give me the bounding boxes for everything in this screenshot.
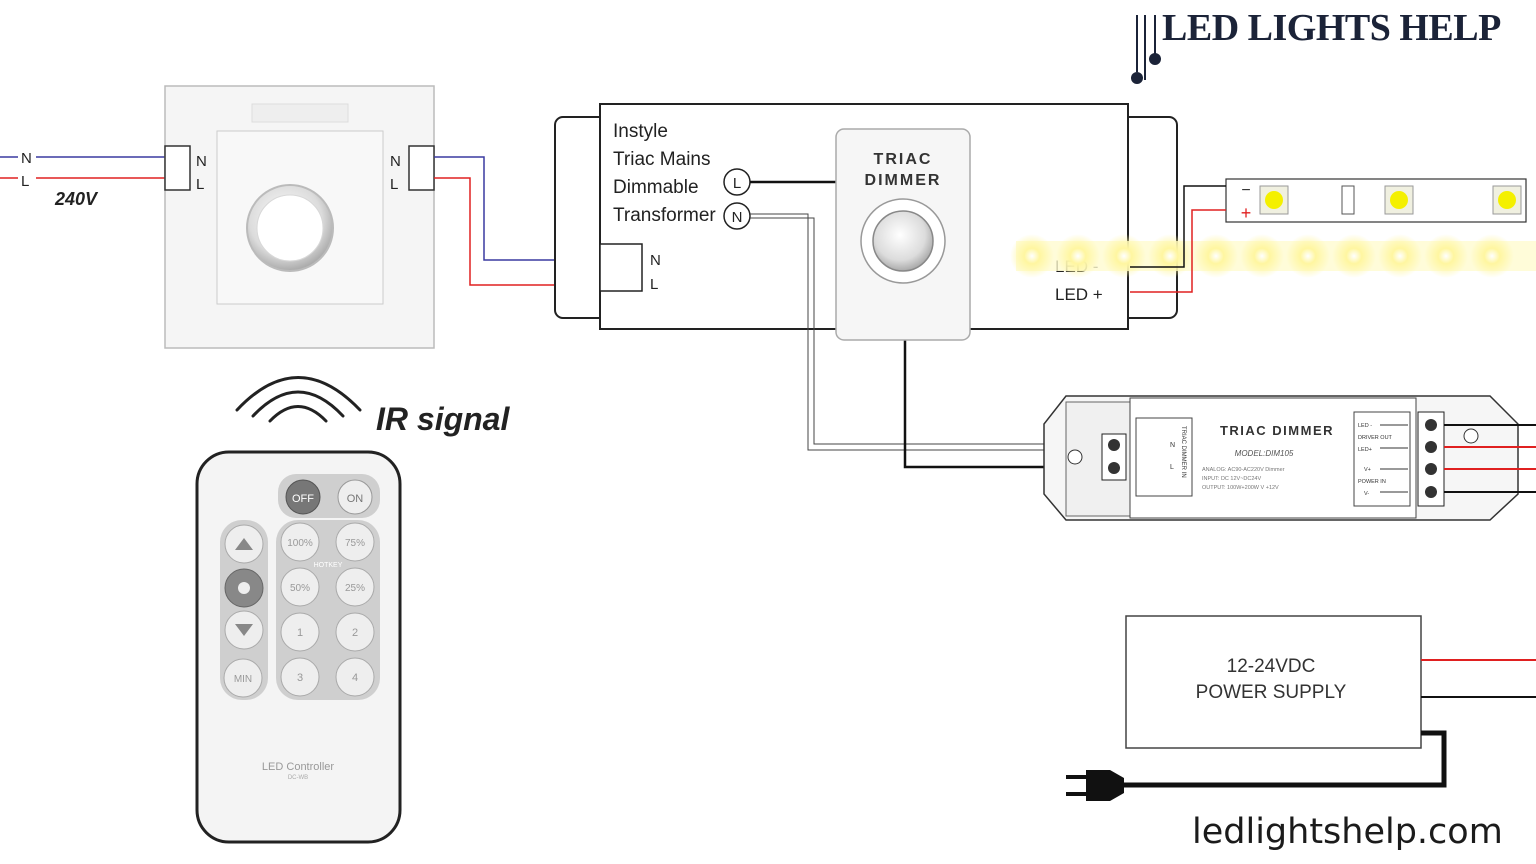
mains-n-label: N [21,150,32,167]
memory-2-button[interactable]: 2 [335,612,375,652]
svg-text:25%: 25% [345,583,365,594]
wall-dimmer: N L N L [164,85,435,349]
mains-plug-icon [1066,770,1124,801]
memory-3-button[interactable]: 3 [280,657,320,697]
preset-100-button[interactable]: 100% [280,522,320,562]
arrow-down-icon [235,624,253,636]
led-glow-dot [1056,234,1100,278]
svg-text:L: L [196,176,204,193]
svg-text:12-24VDC: 12-24VDC [1227,656,1316,677]
svg-text:L: L [390,176,398,193]
svg-text:Dimmable: Dimmable [613,177,699,198]
svg-text:L: L [733,175,741,192]
svg-text:OFF: OFF [292,493,314,505]
svg-text:2: 2 [352,627,358,639]
power-supply: 12-24VDC POWER SUPPLY [1125,615,1422,749]
min-button[interactable]: MIN [223,658,263,698]
svg-text:+: + [1241,203,1252,223]
website-url[interactable]: ledlightshelp.com [1192,812,1503,852]
preset-50-button[interactable]: 50% [280,567,320,607]
svg-text:N: N [1170,442,1175,449]
triac-dimmer-knob: TRIAC DIMMER [835,128,971,341]
svg-text:75%: 75% [345,538,365,549]
svg-text:LED Controller: LED Controller [262,761,334,773]
svg-text:DIMMER: DIMMER [865,172,942,189]
mains-input: N L 240V [0,150,165,209]
svg-text:L: L [1170,464,1174,471]
led-strip-glow [1010,234,1536,278]
svg-text:V+: V+ [1364,467,1371,473]
brightness-button[interactable] [224,568,264,608]
led-glow-dot [1378,234,1422,278]
on-button[interactable]: ON [337,479,373,515]
brand-title: LED LIGHTS HELP [1162,7,1501,49]
ir-remote: OFF ON 100% 75% HOTKEY 50% 25% 1 2 [195,450,402,844]
preset-75-button[interactable]: 75% [335,522,375,562]
brightness-down-button[interactable] [224,610,264,650]
svg-text:HOTKEY: HOTKEY [314,562,343,569]
svg-text:POWER IN: POWER IN [1358,479,1386,485]
led-glow-dot [1010,234,1054,278]
voltage-label: 240V [54,189,99,209]
svg-text:TRIAC DIMMER: TRIAC DIMMER [1220,423,1334,438]
triac-knob-button[interactable] [872,210,934,272]
svg-text:MODEL:DIM105: MODEL:DIM105 [1235,449,1294,458]
svg-text:LED +: LED + [1055,285,1103,304]
svg-text:3: 3 [297,672,303,684]
svg-text:POWER SUPPLY: POWER SUPPLY [1196,682,1347,703]
svg-text:L: L [650,276,658,293]
sun-icon [238,582,250,594]
svg-text:1: 1 [297,627,303,639]
svg-text:N: N [732,209,743,226]
svg-text:N: N [390,153,401,170]
led-glow-dot [1332,234,1376,278]
memory-4-button[interactable]: 4 [335,657,375,697]
logo-lamp-icon [1131,15,1161,84]
preset-25-button[interactable]: 25% [335,567,375,607]
svg-text:MIN: MIN [234,674,252,685]
svg-text:Triac Mains: Triac Mains [613,149,710,170]
led-glow-dot [1424,234,1468,278]
memory-1-button[interactable]: 1 [280,612,320,652]
svg-text:LED -: LED - [1358,423,1372,429]
svg-text:INPUT: DC 12V~DC24V: INPUT: DC 12V~DC24V [1202,476,1261,482]
svg-text:TRIAC DIMMER IN: TRIAC DIMMER IN [1180,426,1186,478]
svg-text:50%: 50% [290,583,310,594]
led-strip: − + [1225,178,1527,223]
svg-text:Instyle: Instyle [613,121,668,142]
ir-signal-icon [235,376,362,423]
ir-signal-label: IR signal [376,401,510,437]
svg-text:100%: 100% [287,538,313,549]
led-glow-dot [1148,234,1192,278]
svg-text:LED+: LED+ [1358,447,1372,453]
svg-text:V-: V- [1364,491,1369,497]
svg-text:ON: ON [347,493,364,505]
svg-text:−: − [1241,182,1250,199]
led-glow-dot [1470,234,1514,278]
off-button[interactable]: OFF [285,479,321,515]
glow-dots [1010,234,1514,278]
triac-dimmer-module: N L TRIAC DIMMER IN TRIAC DIMMER MODEL:D… [1043,395,1519,521]
led-glow-dot [1240,234,1284,278]
svg-text:TRIAC: TRIAC [874,151,933,168]
arrow-up-icon [235,538,253,550]
svg-text:DC-WB: DC-WB [288,775,308,781]
svg-text:4: 4 [352,672,358,684]
svg-text:N: N [650,252,661,269]
svg-text:DRIVER OUT: DRIVER OUT [1358,435,1393,441]
mains-l-label: L [21,173,29,190]
led-glow-dot [1286,234,1330,278]
brightness-up-button[interactable] [224,524,264,564]
led-glow-dot [1194,234,1238,278]
svg-text:OUTPUT: 100W+200W V +12V: OUTPUT: 100W+200W V +12V [1202,485,1279,491]
svg-text:Transformer: Transformer [613,205,716,226]
svg-text:N: N [196,153,207,170]
svg-text:ANALOG: AC90-AC220V Dimmer: ANALOG: AC90-AC220V Dimmer [1202,467,1285,473]
led-glow-dot [1102,234,1146,278]
